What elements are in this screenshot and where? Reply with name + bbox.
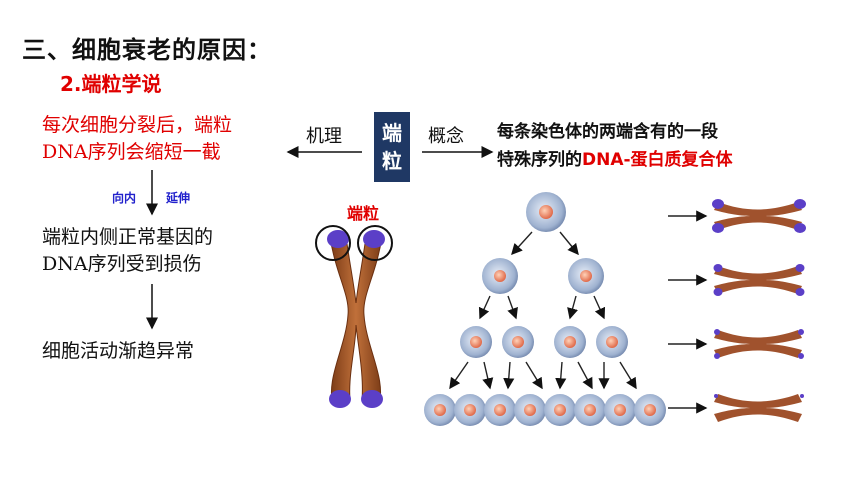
x-chromosome-2 bbox=[713, 264, 805, 296]
gene-damage-line-2: DNA序列受到损伤 bbox=[42, 253, 202, 275]
telomere-term-box: 端 粒 bbox=[374, 112, 410, 182]
division-tree-arrows bbox=[449, 231, 637, 390]
definition-line-2-black: 特殊序列的 bbox=[497, 150, 582, 170]
mechanism-label: 机理 bbox=[306, 126, 342, 147]
telomere-circle-left bbox=[315, 225, 351, 261]
slide-subtitle: 2.端粒学说 bbox=[60, 72, 162, 96]
arrow-note-extend: 延伸 bbox=[166, 191, 191, 205]
chromosome-arrows bbox=[668, 210, 708, 414]
term-char-1: 端 bbox=[382, 121, 402, 145]
slide-title: 三、细胞衰老的原因： bbox=[22, 36, 272, 64]
division-shortening-text: 每次细胞分裂后，端粒 DNA序列会缩短一截 bbox=[42, 112, 232, 166]
x-chromosome-1 bbox=[712, 199, 806, 233]
definition-line-2-red: DNA-蛋白质复合体 bbox=[582, 150, 733, 170]
definition-line-1: 每条染色体的两端含有的一段 bbox=[497, 122, 718, 142]
gene-damage-text: 端粒内侧正常基因的 DNA序列受到损伤 bbox=[42, 224, 213, 278]
gene-damage-line-1: 端粒内侧正常基因的 bbox=[42, 226, 214, 248]
abnormal-activity-text: 细胞活动渐趋异常 bbox=[42, 340, 195, 362]
telomere-label: 端粒 bbox=[347, 204, 380, 223]
term-char-2: 粒 bbox=[382, 149, 402, 173]
arrow-note-inward: 向内 bbox=[112, 191, 137, 205]
x-chromosome-3 bbox=[714, 329, 804, 359]
telomere-definition: 每条染色体的两端含有的一段 特殊序列的DNA-蛋白质复合体 bbox=[497, 118, 733, 174]
division-line-2: DNA序列会缩短一截 bbox=[42, 141, 221, 163]
cells bbox=[424, 192, 666, 426]
x-chromosome-4 bbox=[714, 394, 804, 422]
concept-label: 概念 bbox=[428, 126, 464, 147]
division-line-1: 每次细胞分裂后，端粒 bbox=[42, 114, 233, 136]
definition-line-2: 特殊序列的DNA-蛋白质复合体 bbox=[497, 146, 733, 174]
telomere-circle-right bbox=[357, 225, 393, 261]
chromosome-illustration bbox=[315, 225, 393, 408]
